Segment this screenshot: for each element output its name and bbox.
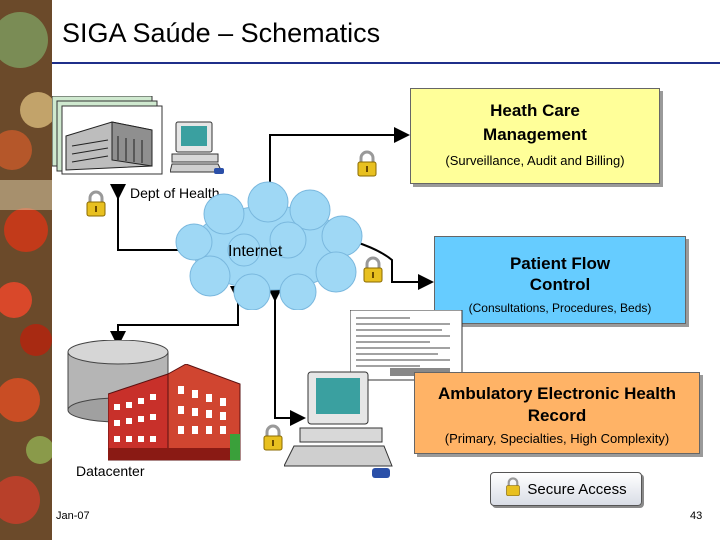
footer-date: Jan-07 xyxy=(56,510,90,522)
decorative-photo-strip xyxy=(0,0,52,540)
document-icon xyxy=(349,309,466,387)
cloud-icon xyxy=(170,180,370,315)
link-internet-healthcare xyxy=(262,127,410,202)
health-care-management-box: Heath Care Management (Surveillance, Aud… xyxy=(410,88,660,184)
building-icon xyxy=(51,95,164,181)
health-care-subtitle: (Surveillance, Audit and Billing) xyxy=(445,153,625,168)
ehr-subtitle: (Primary, Specialties, High Complexity) xyxy=(444,431,670,446)
link-dept-internet xyxy=(110,184,207,258)
internet-label: Internet xyxy=(228,243,283,260)
patient-flow-title: Patient Flow Control xyxy=(509,254,611,294)
padlock-icon xyxy=(362,256,384,289)
health-care-title: Heath Care Management xyxy=(483,101,587,144)
datacenter-label: Datacenter xyxy=(76,463,145,479)
link-internet-patientflow xyxy=(340,229,434,290)
patient-flow-control-box: Patient Flow Control (Consultations, Pro… xyxy=(434,236,686,324)
link-internet-ehr xyxy=(267,286,306,426)
padlock-icon xyxy=(505,477,521,501)
page-number: 43 xyxy=(690,510,703,522)
ehr-title: Ambulatory Electronic Health Record xyxy=(437,384,677,425)
title-rule xyxy=(52,62,720,64)
padlock-icon xyxy=(356,150,378,183)
dept-of-health-label: Dept of Health xyxy=(130,185,220,201)
computer-icon xyxy=(169,120,226,181)
link-internet-datacenter xyxy=(110,286,246,347)
patient-flow-subtitle: (Consultations, Procedures, Beds) xyxy=(468,301,652,315)
ehr-box: Ambulatory Electronic Health Record (Pri… xyxy=(414,372,700,454)
padlock-icon xyxy=(85,190,107,223)
slide-title: SIGA Saúde – Schematics xyxy=(62,18,381,48)
padlock-icon xyxy=(262,424,284,457)
secure-access-button[interactable]: Secure Access xyxy=(490,472,642,506)
secure-access-label: Secure Access xyxy=(527,480,627,498)
computer-icon xyxy=(283,370,394,487)
hospital-icon xyxy=(107,363,246,469)
